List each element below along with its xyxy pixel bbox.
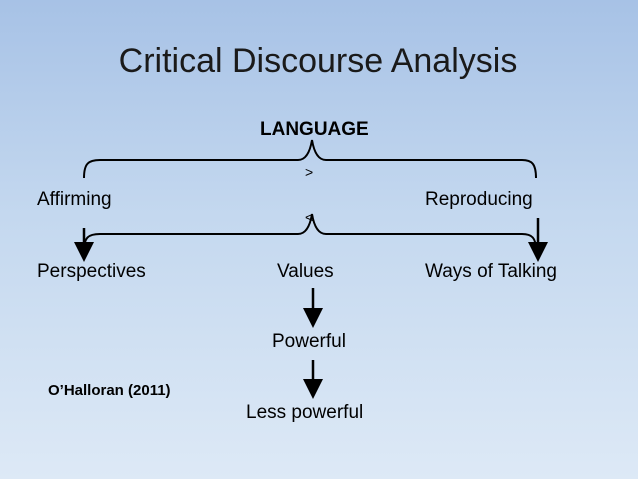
perspectives-label: Perspectives (37, 261, 146, 282)
lower-brace (83, 213, 537, 251)
reproducing-label: Reproducing (425, 189, 533, 210)
slide-title: Critical Discourse Analysis (118, 42, 518, 80)
citation: O’Halloran (2011) (48, 382, 171, 399)
powerful-label: Powerful (272, 331, 346, 352)
less-than-symbol: < (305, 209, 314, 225)
affirming-label: Affirming (37, 189, 112, 210)
values-label: Values (277, 261, 334, 282)
less-powerful-label: Less powerful (246, 402, 364, 423)
upper-brace (83, 139, 537, 179)
ways-of-talking-label: Ways of Talking (425, 261, 557, 282)
language-label: LANGUAGE (260, 119, 369, 140)
greater-than-symbol: > (305, 164, 314, 180)
